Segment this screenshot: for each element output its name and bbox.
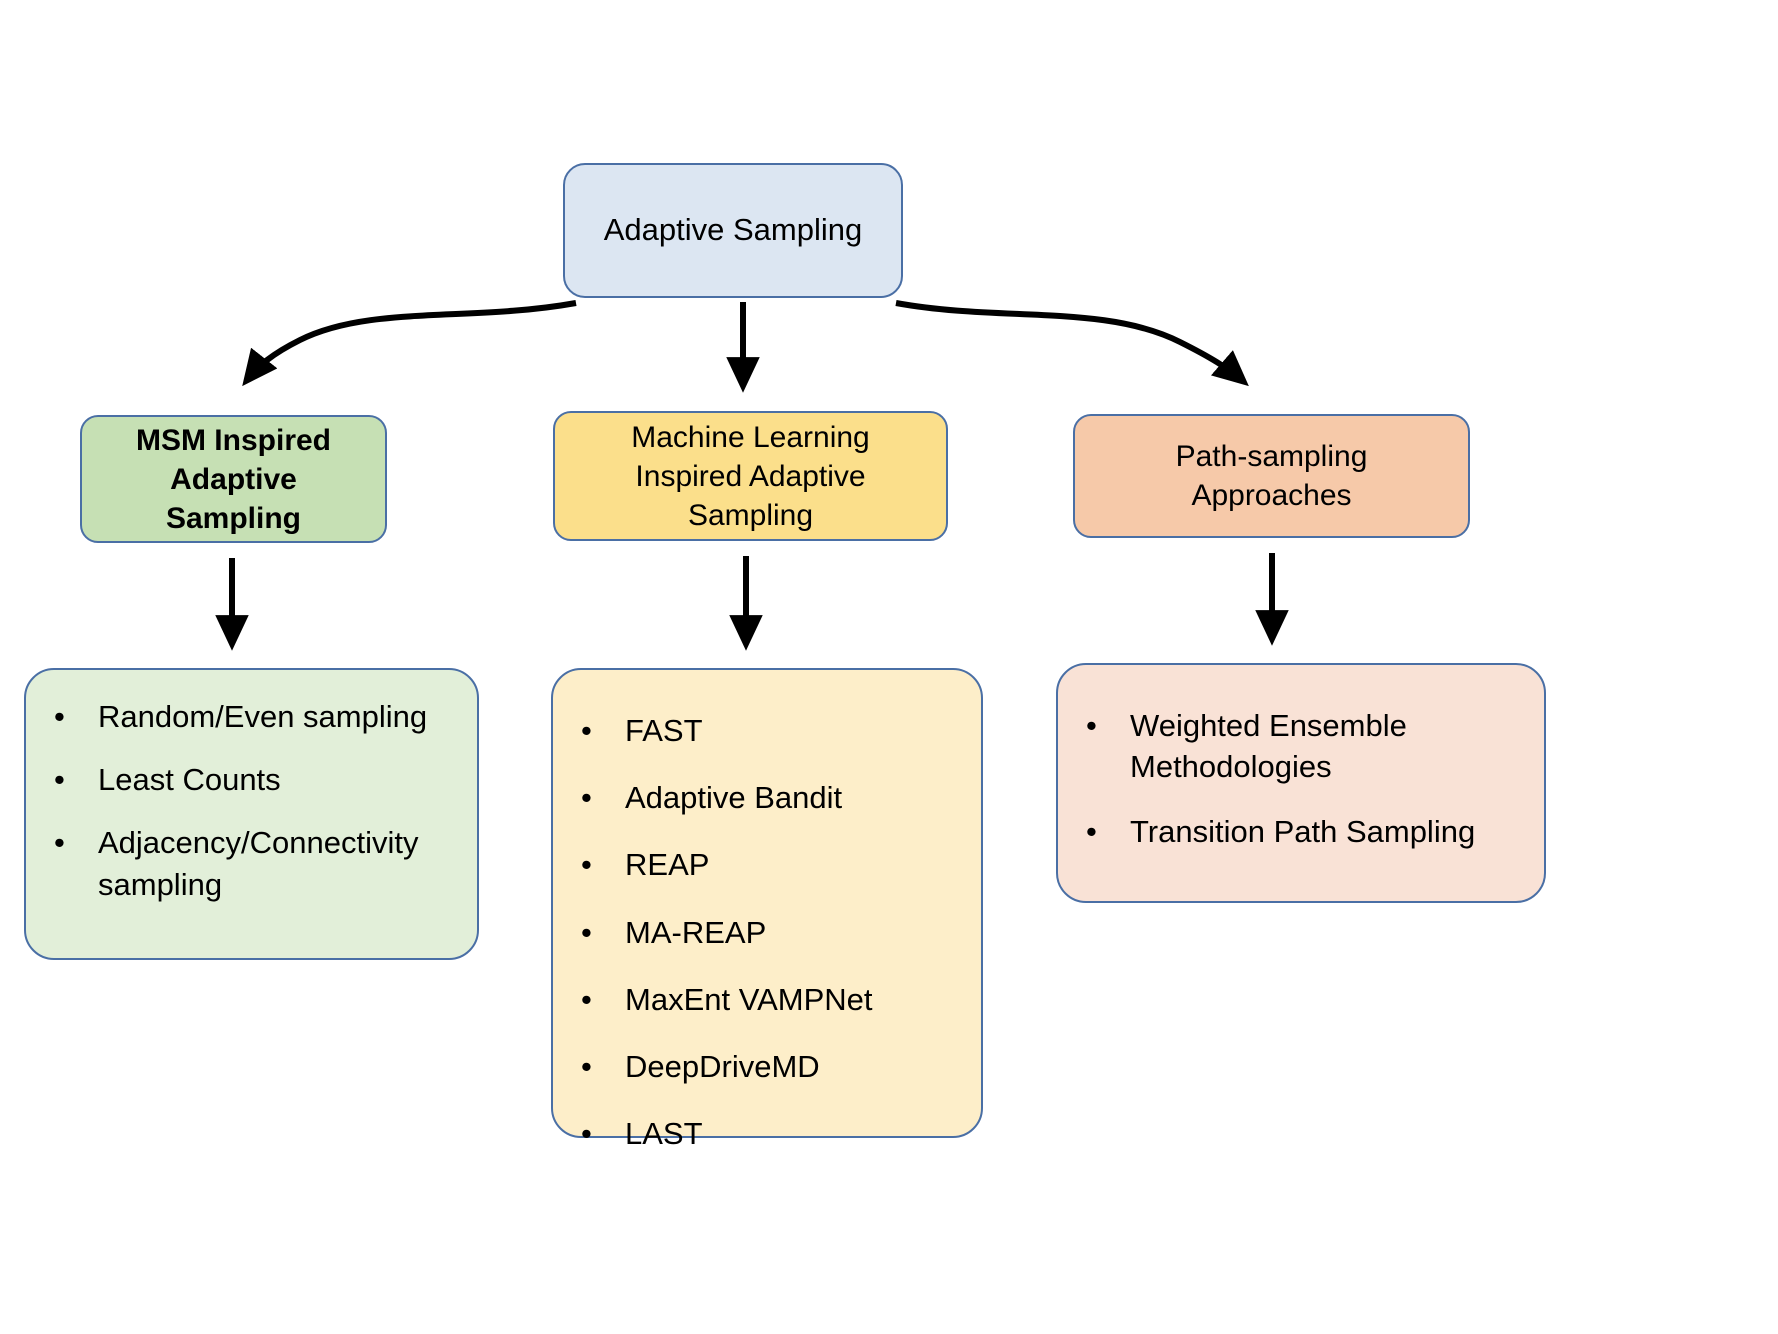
bullet-icon: • bbox=[581, 914, 592, 950]
list-item-label: Adjacency/Connectivity sampling bbox=[98, 825, 419, 902]
list-item[interactable]: • Random/Even sampling bbox=[54, 696, 455, 737]
list-item[interactable]: • Adaptive Bandit bbox=[581, 777, 959, 818]
list-item-label: Adaptive Bandit bbox=[625, 780, 843, 816]
list-item[interactable]: • Weighted Ensemble Methodologies bbox=[1086, 705, 1522, 787]
list-item-label: MA-REAP bbox=[625, 914, 767, 950]
node-path-title-line-1: Path-sampling bbox=[1175, 440, 1368, 473]
node-ml-title-line-2: Inspired Adaptive bbox=[635, 459, 866, 493]
list-item-label: Transition Path Sampling bbox=[1130, 814, 1476, 850]
list-item[interactable]: • REAP bbox=[581, 844, 959, 885]
node-adaptive-sampling[interactable]: Adaptive Sampling bbox=[563, 163, 903, 298]
bullet-icon: • bbox=[1086, 708, 1097, 743]
list-item[interactable]: • MA-REAP bbox=[581, 912, 959, 953]
list-item[interactable]: • FAST bbox=[581, 710, 959, 751]
node-ml-title-line-3: Sampling bbox=[687, 498, 814, 532]
bullet-icon: • bbox=[54, 825, 65, 861]
list-item-label: LAST bbox=[625, 1116, 703, 1152]
bullet-icon: • bbox=[581, 981, 592, 1017]
bullet-icon: • bbox=[581, 847, 592, 883]
bullet-icon: • bbox=[54, 699, 65, 734]
list-ml-methods-items: • FAST • Adaptive Bandit • REAP • MA-REA… bbox=[581, 710, 959, 1155]
node-adaptive-sampling-label: Adaptive Sampling bbox=[603, 212, 863, 248]
bullet-icon: • bbox=[54, 762, 65, 798]
list-item[interactable]: • Adjacency/Connectivity sampling bbox=[54, 822, 455, 904]
list-item-label: Least Counts bbox=[98, 762, 281, 798]
arrow-root-to-msm bbox=[242, 300, 577, 387]
list-item[interactable]: • DeepDriveMD bbox=[581, 1046, 959, 1087]
list-item-label: Weighted Ensemble Methodologies bbox=[1130, 708, 1407, 785]
list-item-label: DeepDriveMD bbox=[625, 1049, 820, 1085]
list-item-label: MaxEnt VAMPNet bbox=[625, 981, 873, 1017]
bullet-icon: • bbox=[581, 1116, 592, 1152]
list-msm-methods: • Random/Even sampling • Least Counts • … bbox=[24, 668, 479, 960]
list-item[interactable]: • Transition Path Sampling bbox=[1086, 811, 1522, 852]
list-msm-methods-items: • Random/Even sampling • Least Counts • … bbox=[54, 696, 455, 905]
node-path-title-line-2: Approaches bbox=[1191, 479, 1352, 512]
node-path-sampling-approaches[interactable]: Path-sampling Approaches bbox=[1073, 414, 1470, 538]
bullet-icon: • bbox=[581, 1049, 592, 1085]
node-ml-title-line-1: Machine Learning bbox=[631, 420, 870, 454]
list-path-sampling-methods: • Weighted Ensemble Methodologies • Tran… bbox=[1056, 663, 1546, 903]
bullet-icon: • bbox=[581, 713, 592, 748]
node-machine-learning-inspired-adaptive-sampling[interactable]: Machine Learning Inspired Adaptive Sampl… bbox=[553, 411, 948, 541]
arrow-root-to-path bbox=[895, 300, 1249, 387]
bullet-icon: • bbox=[581, 780, 592, 816]
bullet-icon: • bbox=[1086, 814, 1097, 850]
node-msm-title-line-3: Sampling bbox=[165, 501, 301, 535]
list-item-label: FAST bbox=[625, 713, 703, 748]
list-item-label: Random/Even sampling bbox=[98, 699, 428, 734]
node-msm-title-line-1: MSM Inspired bbox=[135, 423, 331, 457]
list-item[interactable]: • LAST bbox=[581, 1113, 959, 1154]
list-item-label: REAP bbox=[625, 847, 710, 883]
node-msm-title-line-2: Adaptive bbox=[170, 462, 297, 496]
node-msm-inspired-adaptive-sampling[interactable]: MSM Inspired Adaptive Sampling bbox=[80, 415, 387, 543]
list-path-sampling-items: • Weighted Ensemble Methodologies • Tran… bbox=[1086, 705, 1522, 853]
list-ml-methods: • FAST • Adaptive Bandit • REAP • MA-REA… bbox=[551, 668, 983, 1151]
list-item[interactable]: • Least Counts bbox=[54, 759, 455, 800]
list-item[interactable]: • MaxEnt VAMPNet bbox=[581, 979, 959, 1020]
